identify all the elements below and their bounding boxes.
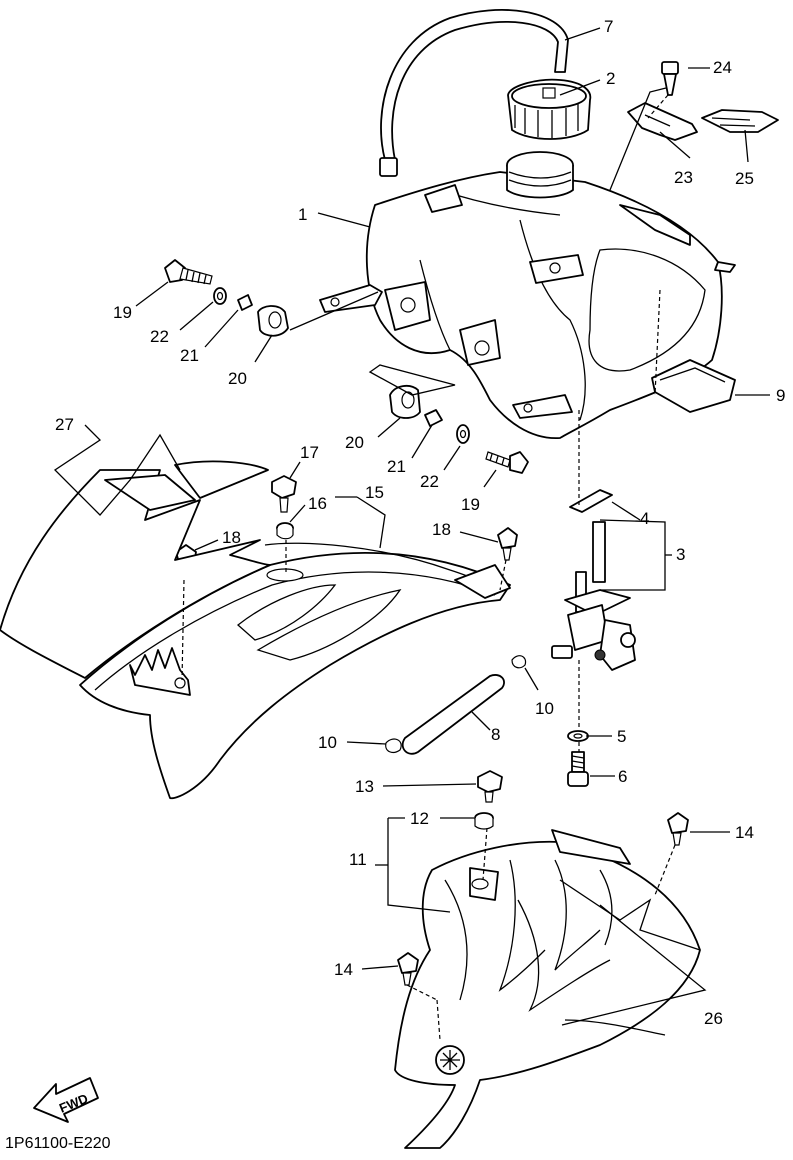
- callout-24: 24: [713, 58, 732, 77]
- clip-25: [701, 109, 779, 133]
- drawing-code: 1P61100-E220: [5, 1135, 111, 1152]
- callout-5: 5: [617, 727, 626, 746]
- fuel-tank: [319, 151, 736, 439]
- callout-12: 12: [410, 809, 429, 828]
- callout-14-left: 14: [334, 960, 353, 979]
- callout-2: 2: [606, 69, 615, 88]
- callout-18-right: 18: [432, 520, 451, 539]
- fwd-arrow-icon: FWD: [33, 1077, 99, 1123]
- washer-22-upper: [213, 287, 227, 305]
- damper-20-upper: [257, 305, 289, 337]
- callout-9: 9: [776, 386, 785, 405]
- callout-27: 27: [55, 415, 74, 434]
- fuel-cap: [507, 78, 592, 140]
- callout-14-right: 14: [735, 823, 754, 842]
- o-ring-5: [567, 730, 589, 742]
- bolt-19-upper: [164, 259, 213, 285]
- nut-16: [276, 522, 294, 540]
- collar-21-lower: [424, 409, 443, 427]
- assembly-lines: [181, 94, 676, 1041]
- washer-22-lower: [456, 424, 470, 444]
- fuel-cock: [551, 521, 636, 671]
- bolt-19-lower: [485, 451, 529, 474]
- callout-23: 23: [674, 168, 693, 187]
- screw-6: [567, 751, 589, 787]
- screw-18-right: [497, 527, 518, 561]
- clip-10-upper: [511, 655, 527, 669]
- screw-13: [477, 770, 503, 803]
- callout-26: 26: [704, 1009, 723, 1028]
- callout-17: 17: [300, 443, 319, 462]
- callout-4: 4: [640, 509, 649, 528]
- callout-19-upper: 19: [113, 303, 132, 322]
- screw-14-right: [667, 812, 689, 846]
- callout-7: 7: [604, 17, 613, 36]
- graphic-26: [517, 879, 701, 1036]
- callout-22-upper: 22: [150, 327, 169, 346]
- bolt-24: [661, 61, 679, 96]
- callout-3: 3: [676, 545, 685, 564]
- callout-13: 13: [355, 777, 374, 796]
- callout-21-upper: 21: [180, 346, 199, 365]
- callout-20-upper: 20: [228, 369, 247, 388]
- clip-10-lower: [385, 738, 402, 753]
- callout-11: 11: [349, 850, 367, 869]
- callout-10-lower: 10: [318, 733, 337, 752]
- filter-4: [569, 489, 613, 513]
- fuel-hose-8: [401, 674, 505, 755]
- leader-lines: [53, 27, 770, 1026]
- callout-16: 16: [308, 494, 327, 513]
- callout-21-lower: 21: [387, 457, 406, 476]
- callout-8: 8: [491, 725, 500, 744]
- callout-25: 25: [735, 169, 754, 188]
- callout-10-upper: 10: [535, 699, 554, 718]
- breather-hose: [379, 9, 569, 177]
- callout-20-lower: 20: [345, 433, 364, 452]
- callout-22-lower: 22: [420, 472, 439, 491]
- callout-18-left: 18: [222, 528, 241, 547]
- callouts: 1 2 3 4 5 6 7 8 9 10 10 11 12 13 14 14 1…: [55, 17, 785, 1028]
- callout-15: 15: [365, 483, 384, 502]
- shroud-11: [394, 829, 701, 1149]
- washer-12: [474, 812, 494, 830]
- callout-6: 6: [618, 767, 627, 786]
- callout-1: 1: [298, 205, 307, 224]
- callout-19-lower: 19: [461, 495, 480, 514]
- screw-17: [271, 475, 297, 513]
- screw-14-left: [397, 952, 419, 986]
- collar-21-upper: [237, 294, 253, 311]
- bracket-9: [651, 359, 736, 413]
